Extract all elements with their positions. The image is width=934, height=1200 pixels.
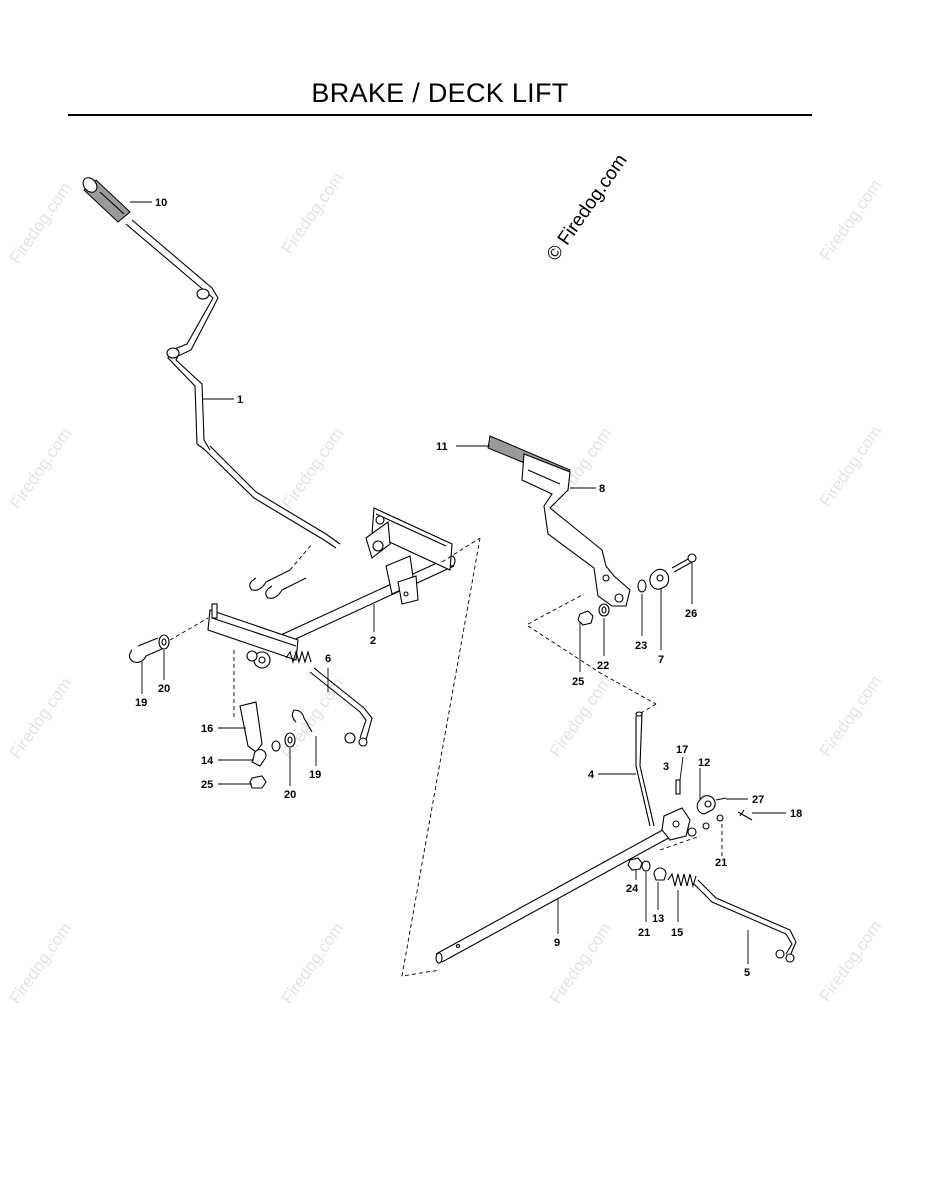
watermark: Firedog.com (816, 917, 886, 1005)
part-19-20-left (128, 617, 209, 663)
callout-20: 20 (284, 789, 296, 801)
watermark: Firedog.com (278, 169, 348, 257)
watermark: Firedog.com (816, 672, 886, 760)
watermark: Firedog.com (816, 176, 886, 264)
dashed-connector (401, 537, 481, 977)
callout-24: 24 (626, 883, 639, 895)
watermark: Firedog.com (6, 424, 76, 512)
callout-7: 7 (658, 654, 664, 666)
watermark: Firedog.com (546, 919, 616, 1007)
callout-16: 16 (201, 723, 213, 735)
page-title: BRAKE / DECK LIFT (311, 78, 569, 108)
callout-labels: 10 1 11 8 7 26 23 22 25 2 6 19 20 16 14 … (135, 197, 802, 979)
callout-21: 21 (715, 857, 727, 869)
callout-26: 26 (685, 608, 697, 620)
callout-6: 6 (325, 653, 331, 665)
part-6-rod (309, 667, 373, 747)
callout-21: 21 (638, 927, 650, 939)
callout-15: 15 (671, 927, 683, 939)
part-16-14-25-assembly (233, 650, 313, 789)
title-rule (68, 114, 812, 116)
pedal-hardware (527, 553, 697, 717)
callout-9: 9 (554, 937, 560, 949)
callout-4: 4 (588, 769, 595, 781)
callout-27: 27 (752, 794, 764, 806)
callout-13: 13 (652, 913, 664, 925)
copyright-watermark: © Firedog.com (543, 151, 632, 265)
watermark: Firedog.com (6, 674, 76, 762)
callout-17: 17 (676, 744, 688, 756)
callout-5: 5 (744, 967, 750, 979)
callout-19: 19 (309, 769, 321, 781)
callout-11: 11 (436, 441, 448, 453)
callout-2: 2 (370, 635, 376, 647)
part-8-pedal-arm (487, 435, 631, 607)
lower-rod-hardware (627, 857, 797, 963)
hairpin-clips (249, 543, 313, 599)
watermark: Firedog.com (278, 674, 348, 762)
part-2-lift-shaft (207, 507, 456, 669)
callout-12: 12 (698, 757, 710, 769)
part-4-rod (635, 711, 655, 827)
pivot-hardware (659, 779, 753, 852)
watermark: Firedog.com (6, 179, 76, 267)
watermark: Firedog.com (6, 919, 76, 1007)
callout-14: 14 (201, 755, 214, 767)
watermarks: Firedog.com Firedog.com Firedog.com Fire… (6, 169, 886, 1007)
callout-18: 18 (790, 808, 802, 820)
callout-25: 25 (201, 779, 213, 791)
watermark: Firedog.com (278, 424, 348, 512)
callout-25: 25 (572, 676, 584, 688)
part-1-lift-lever (125, 219, 341, 549)
callout-10: 10 (155, 197, 167, 209)
callout-8: 8 (599, 483, 605, 495)
watermark: Firedog.com (278, 919, 348, 1007)
callout-19: 19 (135, 697, 147, 709)
callout-20: 20 (158, 683, 170, 695)
watermark: Firedog.com (816, 422, 886, 510)
leader-lines (130, 201, 786, 964)
callout-23: 23 (635, 640, 647, 652)
callout-3: 3 (663, 761, 669, 773)
callout-22: 22 (597, 660, 609, 672)
part-10-grip (82, 177, 131, 223)
callout-1: 1 (237, 394, 243, 406)
part-9-cross-shaft (435, 825, 677, 964)
